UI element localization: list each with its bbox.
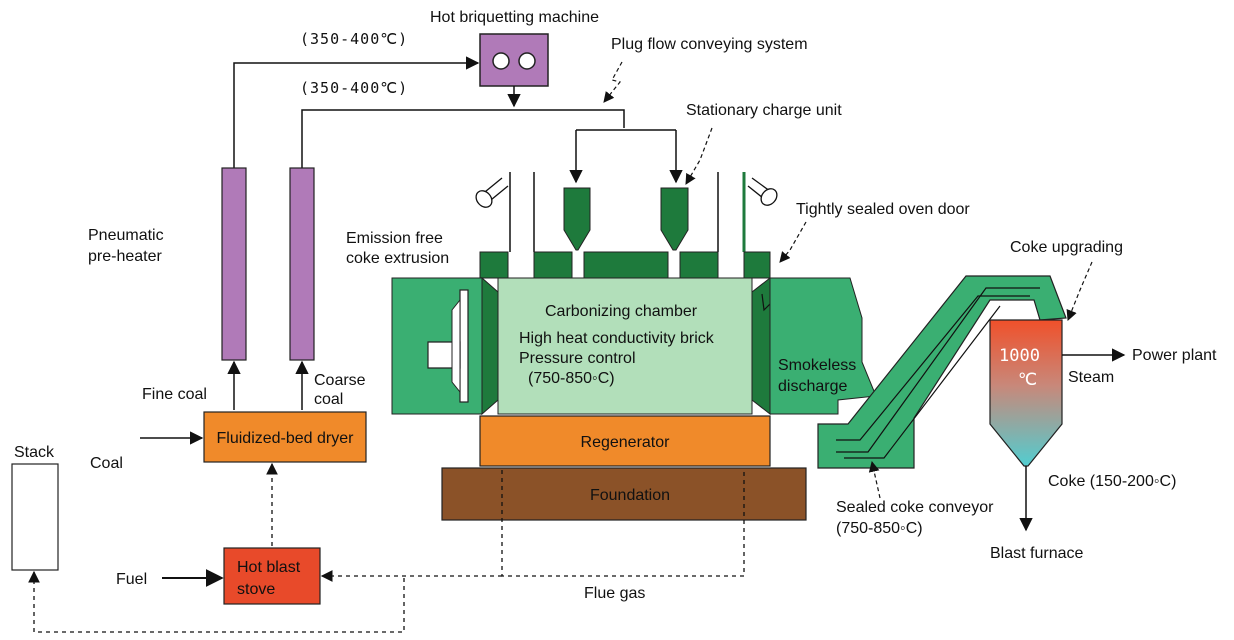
coarse-coal-line <box>301 109 625 168</box>
top-block-5 <box>743 251 771 279</box>
label-coke-upgrading: Coke upgrading <box>1010 239 1123 256</box>
label-hot-briquetting-machine: Hot briquetting machine <box>430 9 599 26</box>
label-temp-unit: ℃ <box>1018 370 1037 390</box>
label-fluidized-bed: Fluidized-bed dryer <box>217 430 355 447</box>
regenerator-box <box>479 415 771 467</box>
briquette-roller-right <box>518 52 536 70</box>
label-flue-gas: Flue gas <box>584 585 645 602</box>
conveyor-belt-track <box>836 287 1040 453</box>
hopper-left <box>563 187 591 251</box>
label-emission-2: coke extrusion <box>346 250 449 267</box>
top-block-2 <box>533 251 573 279</box>
conveyor-belt-track-3 <box>844 305 1001 459</box>
pusher-plate <box>459 289 469 403</box>
extrusion-ram-icon-right <box>747 177 778 206</box>
hot-blast-stove <box>223 547 321 605</box>
hot-briquetting-machine-box <box>479 33 549 87</box>
label-pneumatic-1: Pneumatic <box>88 227 164 244</box>
label-stack: Stack <box>14 444 55 461</box>
label-coarse-1: Coarse <box>314 372 366 389</box>
stack-box <box>11 463 59 571</box>
label-sealed-conveyor-1: Sealed coke conveyor <box>836 499 994 516</box>
label-high-heat-brick: High heat conductivity brick <box>519 330 715 347</box>
oven-door-right <box>751 276 771 416</box>
top-block-1 <box>479 251 509 279</box>
fine-coal-line <box>233 56 480 168</box>
fluidized-bed-dryer <box>203 411 367 463</box>
label-pneumatic-2: pre-heater <box>88 248 162 265</box>
label-regenerator: Regenerator <box>581 434 671 451</box>
label-smokeless-1: Smokeless <box>778 357 856 374</box>
label-coarse-2: coal <box>314 391 343 408</box>
top-block-4 <box>679 251 719 279</box>
sealed-coke-conveyor <box>817 275 1067 469</box>
label-coke-out: Coke (150-200◦C) <box>1048 473 1176 490</box>
label-sealed-conveyor-2: (750-850◦C) <box>836 520 923 537</box>
coke-upgrading-pointer <box>1066 261 1093 322</box>
label-fuel: Fuel <box>116 571 147 588</box>
carbonizing-chamber <box>497 277 753 415</box>
preheater-coarse <box>289 167 315 361</box>
preheater-fine <box>221 167 247 361</box>
extrusion-ram-icon-left <box>475 177 509 208</box>
label-temp-top-2: (350-400℃) <box>300 79 408 97</box>
label-steam: Steam <box>1068 369 1114 386</box>
conveyor-belt-track-2 <box>836 295 1030 441</box>
pusher-taper <box>451 298 461 394</box>
label-fine-coal: Fine coal <box>142 386 207 403</box>
label-plug-flow: Plug flow conveying system <box>611 36 808 53</box>
exhaust-to-stack <box>28 570 405 633</box>
label-tightly-sealed-door: Tightly sealed oven door <box>796 201 970 218</box>
label-blast-furnace: Blast furnace <box>990 545 1083 562</box>
flue-gas-return <box>501 470 745 577</box>
door-latch <box>761 293 773 312</box>
label-temp-1000: 1000 <box>999 346 1040 366</box>
label-emission-1: Emission free <box>346 230 443 247</box>
label-carbonizing-chamber: Carbonizing chamber <box>545 303 698 320</box>
label-smokeless-2: discharge <box>778 378 847 395</box>
label-hot-blast-1: Hot blast <box>237 559 301 576</box>
foundation-box <box>441 467 807 521</box>
label-chamber-temp: (750-850◦C) <box>528 370 615 387</box>
stationary-charge-pointer <box>685 127 713 185</box>
oven-door-left <box>481 276 499 416</box>
label-stationary-charge: Stationary charge unit <box>686 102 842 119</box>
plug-flow-pointer <box>603 61 623 103</box>
label-temp-top-1: (350-400℃) <box>300 30 408 48</box>
label-coal: Coal <box>90 455 123 472</box>
top-block-3 <box>583 251 669 279</box>
sealed-door-pointer <box>779 221 807 263</box>
label-pressure-control: Pressure control <box>519 350 636 367</box>
label-power-plant: Power plant <box>1132 347 1217 364</box>
briquette-roller-left <box>492 52 510 70</box>
hopper-right <box>660 187 689 251</box>
coke-upgrading-vessel <box>989 319 1063 467</box>
label-hot-blast-2: stove <box>237 581 275 598</box>
sealed-conveyor-pointer <box>868 460 881 499</box>
label-foundation: Foundation <box>590 487 670 504</box>
